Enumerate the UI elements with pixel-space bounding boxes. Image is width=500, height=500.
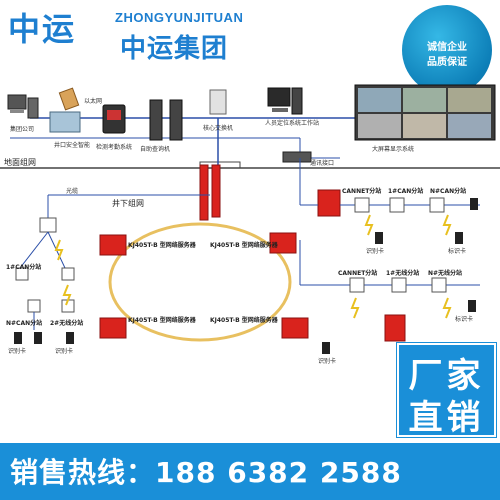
node-label: 检测考勤系统: [96, 144, 133, 151]
ring-station-label: KJ405T-B 型网络服务器: [210, 317, 278, 324]
node-label: 自助查询机: [140, 146, 171, 153]
ring-station-1: [99, 234, 127, 256]
can-label: N#CAN分站: [430, 188, 467, 195]
ring-station-label: KJ405T-B 型网络服务器: [128, 317, 196, 324]
router-icon: [58, 87, 80, 111]
logo-glyph: 中运: [8, 10, 77, 48]
right-station-red-icon-2: [384, 314, 406, 342]
video-wall-icon: [354, 84, 496, 141]
node-label: 集团公司: [10, 126, 35, 133]
card-label: 识别卡: [8, 348, 27, 355]
seal-line-2: 品质保证: [427, 57, 467, 68]
can-label: 1#无线分站: [386, 270, 420, 277]
miner-lamp-icon: [14, 332, 22, 344]
wireless-signal-icon: [54, 239, 64, 261]
underground-network-label: 井下组网: [112, 199, 144, 208]
kiosk-icon: [149, 99, 183, 141]
can-label: CANNET分站: [338, 270, 378, 277]
right-station-red-icon: [317, 189, 341, 217]
shaft-cable-left: [199, 164, 209, 221]
card-reader-icon: [49, 111, 81, 133]
hotline-number: 188 6382 2588: [155, 456, 402, 489]
interface-box-icon: [282, 151, 312, 163]
ring-station-label: KJ405T-B 型网络服务器: [210, 242, 278, 249]
can-label: N#无线分站: [428, 270, 463, 277]
tag-label: 标识卡: [455, 316, 474, 323]
can-label: N#CAN分站: [6, 320, 43, 327]
card-label: 识别卡: [318, 358, 337, 365]
factory-direct-line-2: 直销: [408, 398, 485, 438]
brand-name-cn: 中运集团: [120, 34, 229, 64]
can-label: CANNET分站: [342, 188, 382, 195]
ring-station-4: [281, 317, 309, 339]
factory-direct-badge: [397, 343, 496, 437]
can-label: 1#CAN分站: [388, 188, 424, 195]
node-label: 核心交换机: [203, 125, 234, 132]
surface-network-label: 地面组网: [4, 158, 36, 167]
hotline-label: 销售热线：: [10, 456, 156, 489]
seal-line-1: 诚信企业: [427, 42, 467, 53]
card-label: 识别卡: [55, 348, 74, 355]
hotline-bar: [0, 443, 500, 500]
quality-seal: [402, 5, 492, 95]
workstation-icon: [267, 87, 303, 115]
computer-group-icon: [7, 94, 39, 119]
core-switch-icon: [209, 89, 227, 115]
cannet-station-icon: [354, 197, 370, 213]
net-label: 以太网: [84, 98, 103, 105]
net-label: 光缆: [66, 188, 79, 195]
node-label: 人员定位系统工作站: [265, 120, 320, 127]
node-label: 大屏幕显示系统: [372, 146, 415, 153]
brand-name-en: ZHONGYUNJITUAN: [115, 10, 244, 25]
card-label: 识别卡: [366, 248, 385, 255]
attendance-terminal-icon: [102, 104, 126, 134]
sales-hotline: 销售热线：188 6382 2588: [10, 451, 402, 491]
factory-direct-line-1: 厂家: [408, 356, 485, 396]
left-can-station-icon: [39, 217, 57, 233]
net-label: 通讯接口: [310, 160, 335, 167]
can-label: 2#无线分站: [50, 320, 84, 327]
can-label: 1#CAN分站: [6, 264, 42, 271]
ring-station-label: KJ405T-B 型网络服务器: [128, 242, 196, 249]
tag-label: 标识卡: [448, 248, 467, 255]
ring-network: [108, 222, 292, 342]
ring-station-3: [99, 317, 127, 339]
ring-station-2: [269, 232, 297, 254]
shaft-cable-right: [211, 164, 221, 218]
node-label: 井口安全智能: [54, 142, 91, 149]
